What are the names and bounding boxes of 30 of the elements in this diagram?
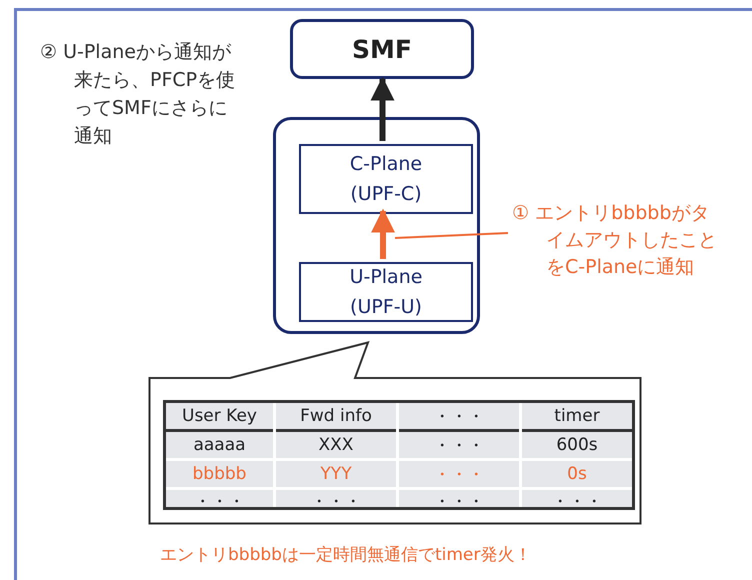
step-note: ② U-Planeから通知が来たら、PFCPを使ってSMFにさらに通知 [40,40,236,149]
process-box [299,262,473,322]
table-cell: bbbbb [166,461,273,487]
table-cell: ・・・ [166,490,273,507]
table-cell: XXX [276,432,396,458]
box-label: C-Plane (UPF-C) [348,152,424,207]
table-cell: YYY [276,461,396,487]
group-box [273,117,480,334]
table-cell: 600s [522,432,632,458]
arrow [370,76,394,141]
table-cell: ・・・ [522,490,632,507]
leader-line [394,232,508,239]
table-cell: ・・・ [399,403,519,432]
box-label: SMF [352,34,412,64]
arrow [371,208,395,259]
table-cell: ・・・ [276,490,396,507]
table-cell: aaaaa [166,432,273,458]
box-label: U-Plane (UPF-U) [348,265,424,320]
callout-bubble [148,341,642,525]
note-text: エントリbbbbbは一定時間無通信でtimer発火！ [160,544,532,566]
table-cell: Fwd info [276,403,396,432]
process-box [290,19,474,79]
table-cell: ・・・ [399,461,519,487]
table-cell: 0s [522,461,632,487]
table-cell: timer [522,403,632,432]
callout-text: ① エントリbbbbbがタイムアウトしたことをC-Planeに通知 [512,201,717,280]
table-cell: User Key [166,403,273,432]
table-cell: ・・・ [399,490,519,507]
table-cell: ・・・ [399,432,519,458]
process-box [299,144,473,214]
